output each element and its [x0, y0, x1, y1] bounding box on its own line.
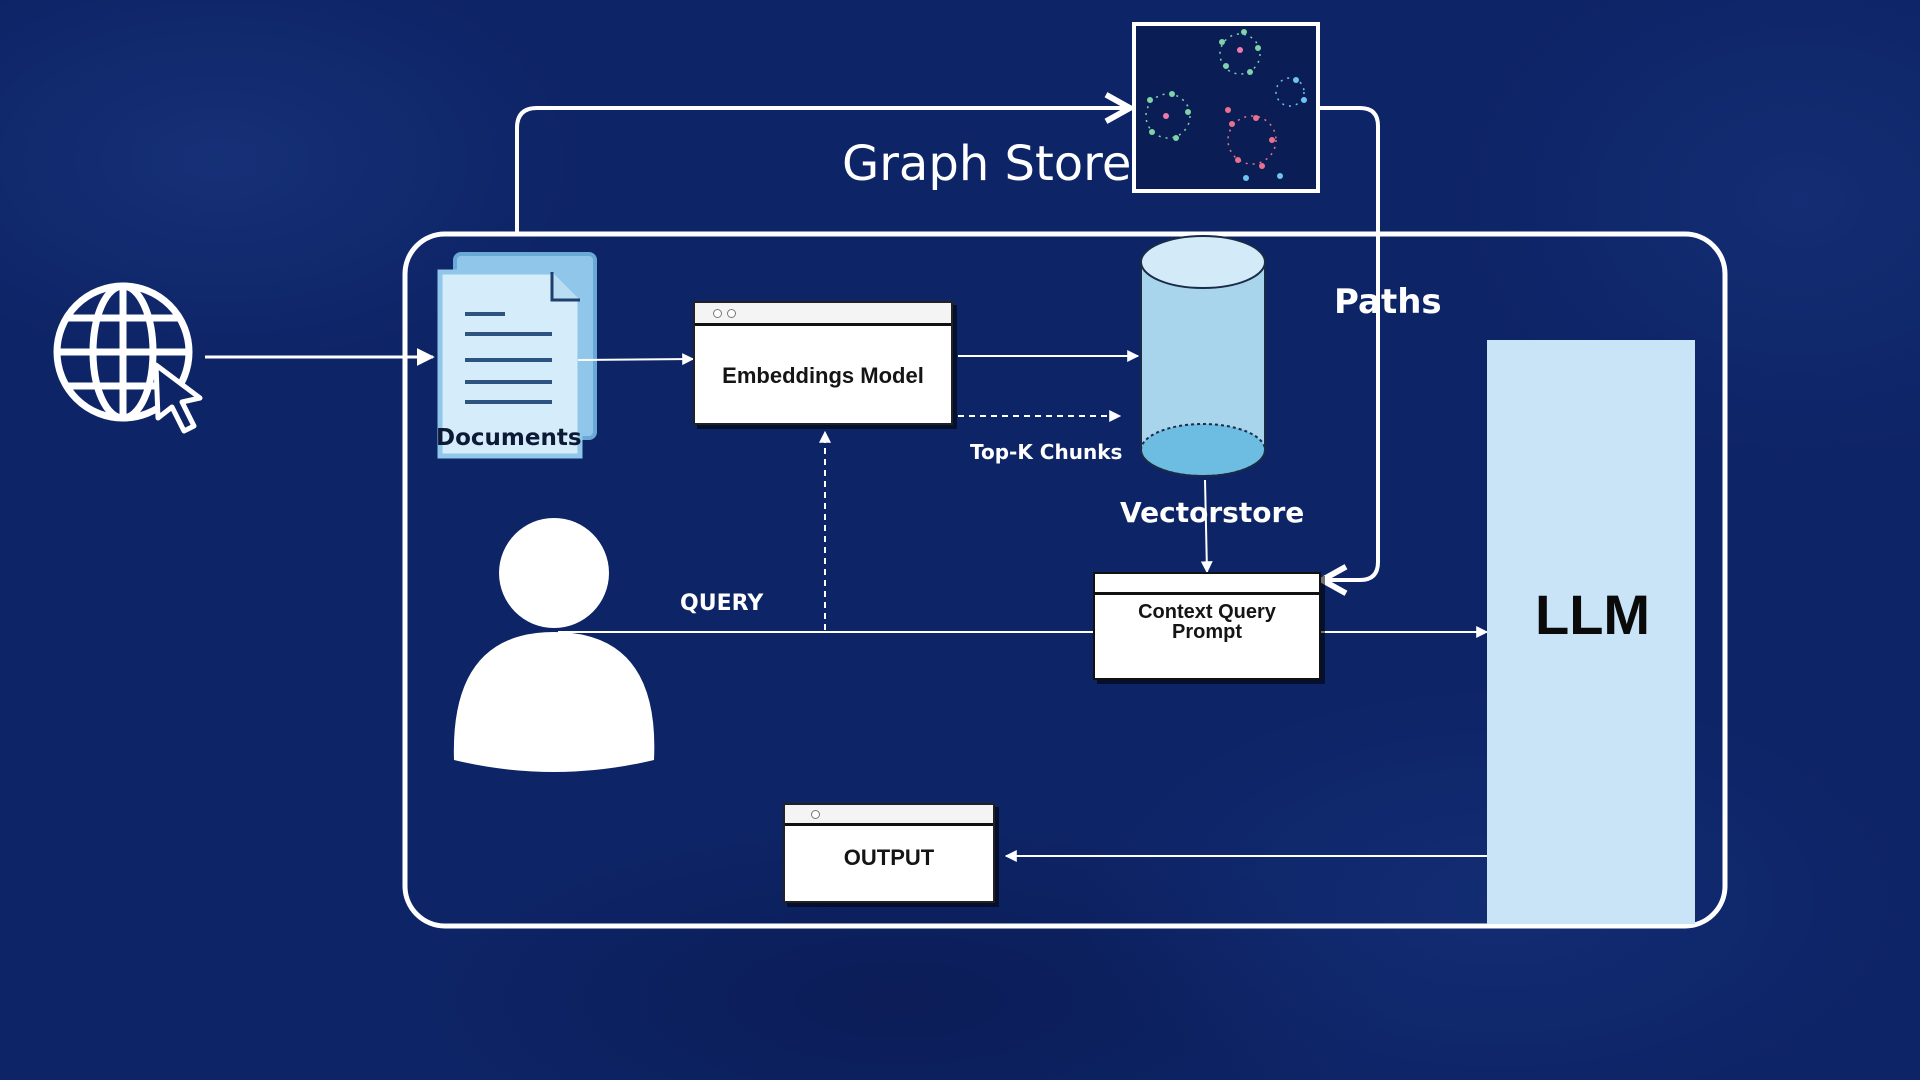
- window-dot-icon: [811, 810, 820, 819]
- arrow-to-graph-store: [515, 108, 1130, 234]
- paths-label: Paths: [1334, 282, 1442, 322]
- vectorstore-label: Vectorstore: [1120, 496, 1305, 529]
- person-icon: [453, 518, 655, 772]
- embeddings-model-label: Embeddings Model: [722, 363, 924, 388]
- llm-panel: [1487, 340, 1695, 924]
- graph-store-label: Graph Store: [842, 136, 1132, 192]
- context-query-prompt-label: Context Query Prompt: [1138, 601, 1276, 643]
- embeddings-model-box[interactable]: Embeddings Model: [693, 301, 953, 425]
- context-query-prompt-box[interactable]: Context Query Prompt: [1093, 572, 1321, 680]
- documents-icon: [437, 252, 597, 459]
- main-container: [402, 231, 1728, 929]
- arrow-vectorstore-to-context: [1200, 479, 1213, 574]
- globe-cursor-icon: [53, 282, 193, 422]
- window-dot-icon: [713, 309, 722, 318]
- window-titlebar: [1095, 574, 1319, 595]
- graph-network-icon: [1145, 29, 1307, 181]
- window-dot-icon: [727, 309, 736, 318]
- graph-store-box: [1132, 22, 1320, 193]
- arrow-documents-to-embeddings: [577, 353, 695, 366]
- cylinder-database-icon: [1140, 235, 1266, 477]
- window-titlebar: [785, 805, 993, 826]
- llm-label: LLM: [1535, 583, 1651, 646]
- query-label: QUERY: [680, 591, 764, 616]
- output-box[interactable]: OUTPUT: [783, 803, 995, 903]
- cursor-arrow-icon: [153, 362, 203, 434]
- documents-label: Documents: [436, 425, 582, 451]
- output-label: OUTPUT: [843, 845, 935, 870]
- window-titlebar: [695, 303, 951, 326]
- top-k-chunks-label: Top-K Chunks: [970, 440, 1123, 464]
- arrow-graph-paths-to-context: [1320, 106, 1380, 580]
